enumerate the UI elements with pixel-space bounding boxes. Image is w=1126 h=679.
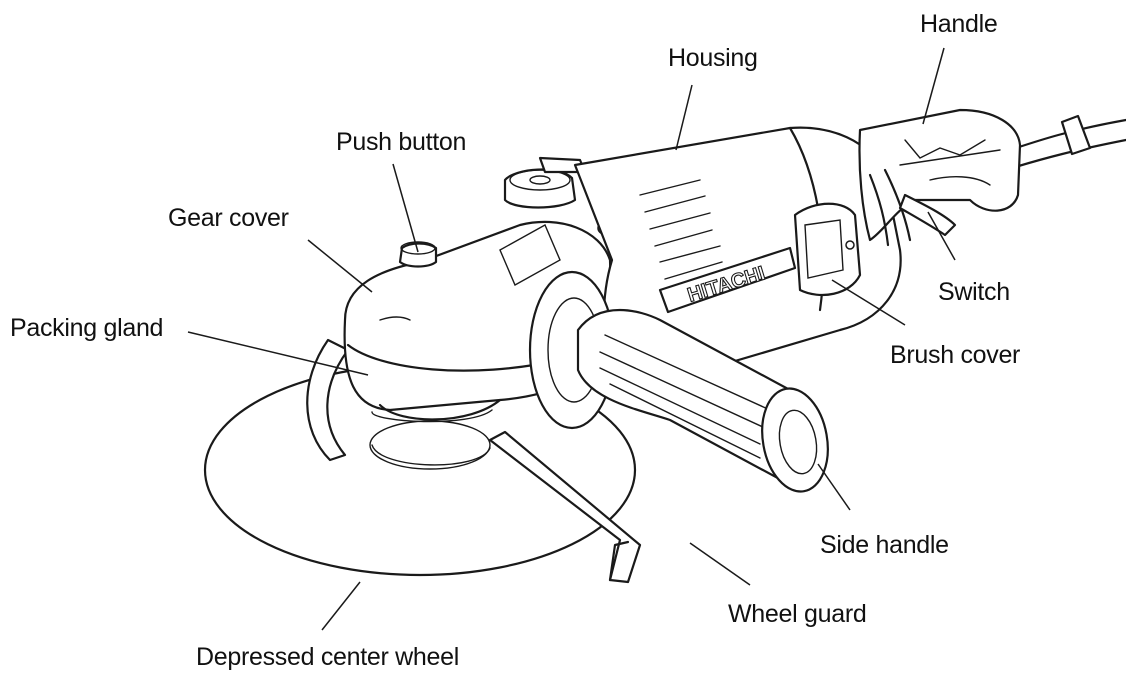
label-gear-cover: Gear cover (168, 204, 289, 232)
leader-lines (187, 47, 956, 631)
leader-gear-cover (307, 239, 373, 293)
label-side-handle: Side handle (820, 531, 949, 559)
leader-housing (675, 84, 693, 151)
label-push-button: Push button (336, 128, 467, 156)
wheel-guard (306, 338, 642, 584)
leader-push-button (392, 163, 419, 253)
label-housing: Housing (668, 44, 758, 72)
leader-packing-gland (187, 331, 369, 376)
label-switch: Switch (938, 278, 1010, 306)
leader-side-handle (817, 463, 851, 511)
leader-depressed-center-wheel (321, 581, 361, 631)
label-depressed-center-wheel: Depressed center wheel (196, 643, 459, 671)
rear-handle (858, 108, 1022, 247)
label-handle: Handle (920, 10, 998, 38)
label-wheel-guard: Wheel guard (728, 600, 867, 628)
leader-wheel-guard (689, 542, 751, 586)
power-cord (1008, 114, 1126, 170)
leader-brush-cover (831, 279, 906, 326)
label-packing-gland: Packing gland (10, 314, 164, 342)
label-brush-cover: Brush cover (890, 341, 1021, 369)
leader-switch (927, 211, 956, 261)
side-handle (528, 270, 829, 493)
leader-handle (922, 47, 945, 125)
